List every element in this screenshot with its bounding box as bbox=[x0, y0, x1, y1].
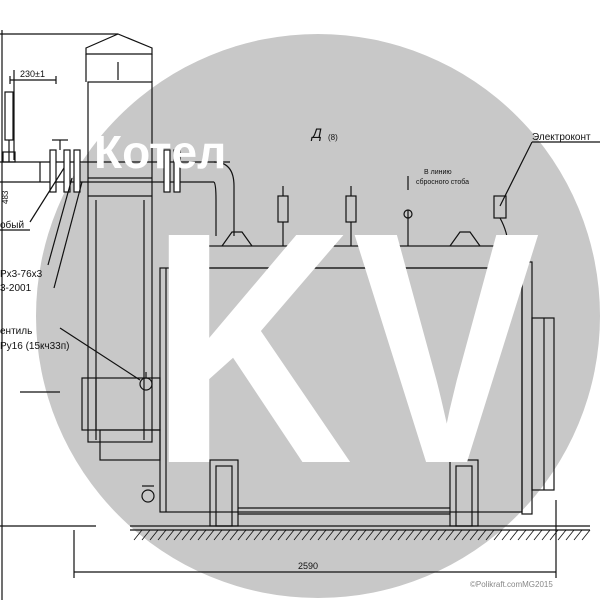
hatch-stroke bbox=[333, 529, 343, 541]
hatch-stroke bbox=[325, 529, 335, 541]
hatch-stroke bbox=[301, 529, 311, 541]
hatch-stroke bbox=[437, 529, 447, 541]
hatch-stroke bbox=[461, 529, 471, 541]
hatch-stroke bbox=[269, 529, 279, 541]
hatch-stroke bbox=[197, 529, 207, 541]
hatch-stroke bbox=[389, 529, 399, 541]
linework bbox=[0, 30, 600, 600]
hatch-stroke bbox=[253, 529, 263, 541]
hatch-stroke bbox=[285, 529, 295, 541]
hatch-stroke bbox=[581, 529, 591, 541]
hatch-stroke bbox=[381, 529, 391, 541]
hatch-stroke bbox=[485, 529, 495, 541]
hatch-stroke bbox=[213, 529, 223, 541]
top-dim-label: 230±1 bbox=[20, 69, 45, 79]
hatch-stroke bbox=[373, 529, 383, 541]
hatch-stroke bbox=[517, 529, 527, 541]
electrocontact-label: Электроконт bbox=[532, 132, 591, 143]
sight-note-1: В линию bbox=[424, 169, 452, 176]
hatch-stroke bbox=[525, 529, 535, 541]
ground-hatching bbox=[133, 529, 591, 541]
left-gauge bbox=[4, 91, 14, 141]
hatch-stroke bbox=[133, 529, 143, 541]
hatch-stroke bbox=[277, 529, 287, 541]
valve-label-1: ентиль bbox=[0, 326, 32, 337]
hatch-stroke bbox=[173, 529, 183, 541]
hatch-stroke bbox=[413, 529, 423, 541]
hatch-stroke bbox=[229, 529, 239, 541]
bottom-dim-label: 2590 bbox=[298, 561, 318, 571]
hatch-stroke bbox=[237, 529, 247, 541]
hatch-stroke bbox=[349, 529, 359, 541]
hatch-stroke bbox=[397, 529, 407, 541]
hatch-stroke bbox=[165, 529, 175, 541]
hatch-stroke bbox=[293, 529, 303, 541]
hatch-stroke bbox=[565, 529, 575, 541]
hatch-stroke bbox=[573, 529, 583, 541]
left-dim-label: 483 bbox=[1, 190, 10, 204]
hatch-stroke bbox=[181, 529, 191, 541]
hatch-stroke bbox=[429, 529, 439, 541]
hatch-stroke bbox=[445, 529, 455, 541]
hatch-stroke bbox=[533, 529, 543, 541]
hatch-stroke bbox=[261, 529, 271, 541]
side-label-2: Рх3-76х3 bbox=[0, 269, 43, 280]
hatch-stroke bbox=[157, 529, 167, 541]
hatch-stroke bbox=[365, 529, 375, 541]
view-scale: (8) bbox=[328, 133, 338, 142]
hatch-stroke bbox=[541, 529, 551, 541]
hatch-stroke bbox=[557, 529, 567, 541]
valve-label-2: Ру16 (15кч33п) bbox=[0, 341, 69, 352]
watermark-letters: KV bbox=[150, 163, 541, 532]
hatch-stroke bbox=[149, 529, 159, 541]
side-label-1: обый bbox=[0, 219, 24, 231]
sight-note-2: сбросного стоба bbox=[416, 178, 469, 186]
hatch-stroke bbox=[549, 529, 559, 541]
hatch-stroke bbox=[205, 529, 215, 541]
hatch-stroke bbox=[477, 529, 487, 541]
hatch-stroke bbox=[421, 529, 431, 541]
hatch-stroke bbox=[221, 529, 231, 541]
view-marker: Д bbox=[310, 125, 322, 141]
hatch-stroke bbox=[341, 529, 351, 541]
hatch-stroke bbox=[405, 529, 415, 541]
chimney-cap bbox=[85, 33, 153, 55]
copyright: ©Polikraft.comMG2015 bbox=[470, 580, 553, 589]
side-label-3: 3-2001 bbox=[0, 283, 32, 294]
hatch-stroke bbox=[309, 529, 319, 541]
hatch-stroke bbox=[453, 529, 463, 541]
hatch-stroke bbox=[189, 529, 199, 541]
hatch-stroke bbox=[245, 529, 255, 541]
hatch-stroke bbox=[509, 529, 519, 541]
hatch-stroke bbox=[357, 529, 367, 541]
hatch-stroke bbox=[317, 529, 327, 541]
hatch-stroke bbox=[469, 529, 479, 541]
watermark-title: Котел bbox=[94, 126, 226, 178]
chimney-stack bbox=[87, 81, 153, 443]
hatch-stroke bbox=[501, 529, 511, 541]
hatch-stroke bbox=[493, 529, 503, 541]
hatch-stroke bbox=[141, 529, 151, 541]
